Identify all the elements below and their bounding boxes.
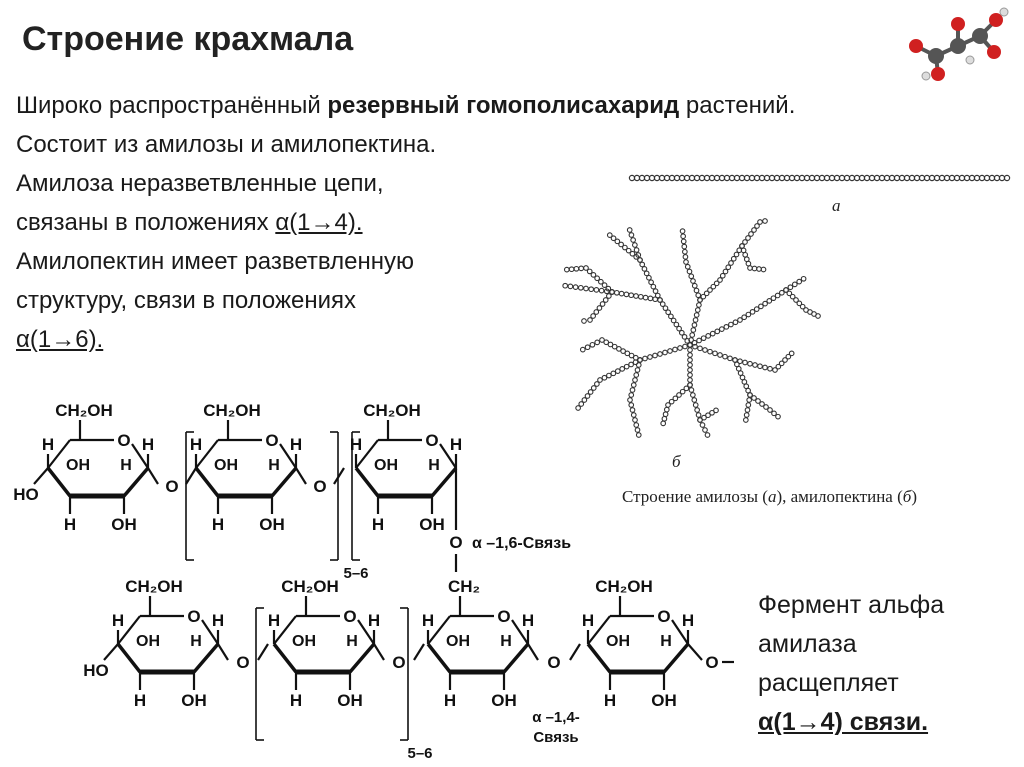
alpha-1-4-bond-label-2: Связь	[533, 729, 578, 746]
enzyme-line-3: расщепляет	[758, 669, 899, 697]
link-alpha-1-6[interactable]: α(1→6).	[16, 326, 104, 353]
intro-line-6: структуру, связи в положениях	[16, 287, 357, 314]
hydrogen-label: H	[500, 633, 512, 650]
hydroxyl-label: OH	[292, 633, 316, 650]
intro-line-2: Состоит из амилозы и амилопектина.	[16, 131, 437, 158]
glycosidic-oxygen-label: O	[392, 653, 405, 672]
hydrogen-label: H	[120, 457, 132, 474]
intro-text: Широко распространённый резервный гомопо…	[16, 86, 1016, 359]
term-reserve-homopolysaccharide: резервный гомополисахарид	[327, 92, 680, 119]
hydrogen-label: H	[42, 435, 54, 454]
hydrogen-label: H	[268, 611, 280, 630]
glycosidic-oxygen-label: O	[236, 653, 249, 672]
hydrogen-label: H	[428, 457, 440, 474]
repeat-count-label: 5–6	[343, 565, 368, 582]
hydrogen-label: H	[346, 633, 358, 650]
hydrogen-label: H	[64, 515, 76, 534]
hydrogen-label: H	[522, 611, 534, 630]
hydrogen-label: H	[134, 691, 146, 710]
hydroxyl-label: OH	[651, 691, 677, 710]
hydrogen-label: H	[582, 611, 594, 630]
branch-oxygen-label: O	[449, 533, 462, 552]
hydrogen-label: H	[660, 633, 672, 650]
hydroxyl-label: OH	[374, 457, 398, 474]
intro-line-5: Амилопектин имеет разветвленную	[16, 248, 414, 275]
hydroxyl-label: OH	[419, 515, 445, 534]
ring-oxygen-label: O	[187, 607, 200, 626]
ring-oxygen-label: O	[343, 607, 356, 626]
enzyme-line-2: амилаза	[758, 630, 857, 658]
molecule-icon	[909, 7, 1009, 81]
repeat-count-label: 5–6	[407, 745, 432, 762]
ch2oh-label: CH₂OH	[203, 401, 261, 420]
ring-oxygen-label: O	[425, 431, 438, 450]
hydroxyl-label: OH	[66, 457, 90, 474]
ring-oxygen-label: O	[117, 431, 130, 450]
ch2oh-label: CH₂OH	[55, 401, 113, 420]
ch2oh-label: CH₂OH	[595, 577, 653, 596]
hydrogen-label: H	[142, 435, 154, 454]
hydrogen-label: H	[212, 515, 224, 534]
ch2oh-label: CH₂OH	[363, 401, 421, 420]
hydrogen-label: H	[212, 611, 224, 630]
figure-label-b: б	[672, 452, 681, 471]
intro-line-1: Широко распространённый резервный гомопо…	[16, 92, 796, 119]
hydroxyl-label: OH	[606, 633, 630, 650]
glycosidic-oxygen-label: O	[313, 477, 326, 496]
enzyme-line-4: α(1→4) связи.	[758, 708, 929, 736]
hydrogen-label: H	[368, 611, 380, 630]
hydrogen-label: H	[190, 633, 202, 650]
ch2oh-label: CH₂OH	[281, 577, 339, 596]
intro-line-3: Амилоза неразветвленные цепи,	[16, 170, 384, 197]
enzyme-line-1: Фермент альфа	[758, 591, 945, 619]
intro-line-4: связаны в положениях α(1→4).	[16, 209, 363, 236]
hydrogen-label: H	[112, 611, 124, 630]
ch2oh-label: CH₂	[448, 577, 480, 596]
hydroxyl-label: OH	[136, 633, 160, 650]
hydroxyl-label: OH	[111, 515, 137, 534]
hydroxyl-label: OH	[181, 691, 207, 710]
enzyme-text: Фермент альфа амилаза расщепляет α(1→4) …	[758, 586, 1018, 742]
ch2oh-label: CH₂OH	[125, 577, 183, 596]
hydroxyl-label: OH	[259, 515, 285, 534]
hydroxyl-label: HO	[13, 485, 39, 504]
intro-line-7: α(1→6).	[16, 320, 1016, 359]
terminal-oxygen-label: O	[705, 653, 718, 672]
formula-drawing	[33, 420, 734, 741]
hydrogen-label: H	[290, 435, 302, 454]
hydrogen-label: H	[372, 515, 384, 534]
alpha-1-4-bond-label: α –1,4-	[532, 709, 580, 726]
figure-caption: Строение амилозы (а), амилопектина (б)	[622, 487, 917, 506]
hydrogen-label: H	[450, 435, 462, 454]
hydroxyl-label: OH	[214, 457, 238, 474]
hydrogen-label: H	[350, 435, 362, 454]
hydrogen-label: H	[268, 457, 280, 474]
link-alpha-1-4[interactable]: α(1→4).	[275, 209, 363, 236]
ring-oxygen-label: O	[657, 607, 670, 626]
hydrogen-label: H	[682, 611, 694, 630]
hydroxyl-label: OH	[446, 633, 470, 650]
hydrogen-label: H	[290, 691, 302, 710]
hydroxyl-label: OH	[337, 691, 363, 710]
hydroxyl-label: OH	[491, 691, 517, 710]
hydrogen-label: H	[604, 691, 616, 710]
ring-oxygen-label: O	[497, 607, 510, 626]
figure-label-a: а	[832, 196, 841, 215]
hydroxyl-label: HO	[83, 661, 109, 680]
glycosidic-oxygen-label: O	[547, 653, 560, 672]
slide-title: Строение крахмала	[22, 20, 354, 58]
glycosidic-oxygen-label: O	[165, 477, 178, 496]
hydrogen-label: H	[444, 691, 456, 710]
hydrogen-label: H	[190, 435, 202, 454]
ring-oxygen-label: O	[265, 431, 278, 450]
alpha-1-6-bond-label: α –1,6-Связь	[472, 535, 571, 552]
hydrogen-label: H	[422, 611, 434, 630]
